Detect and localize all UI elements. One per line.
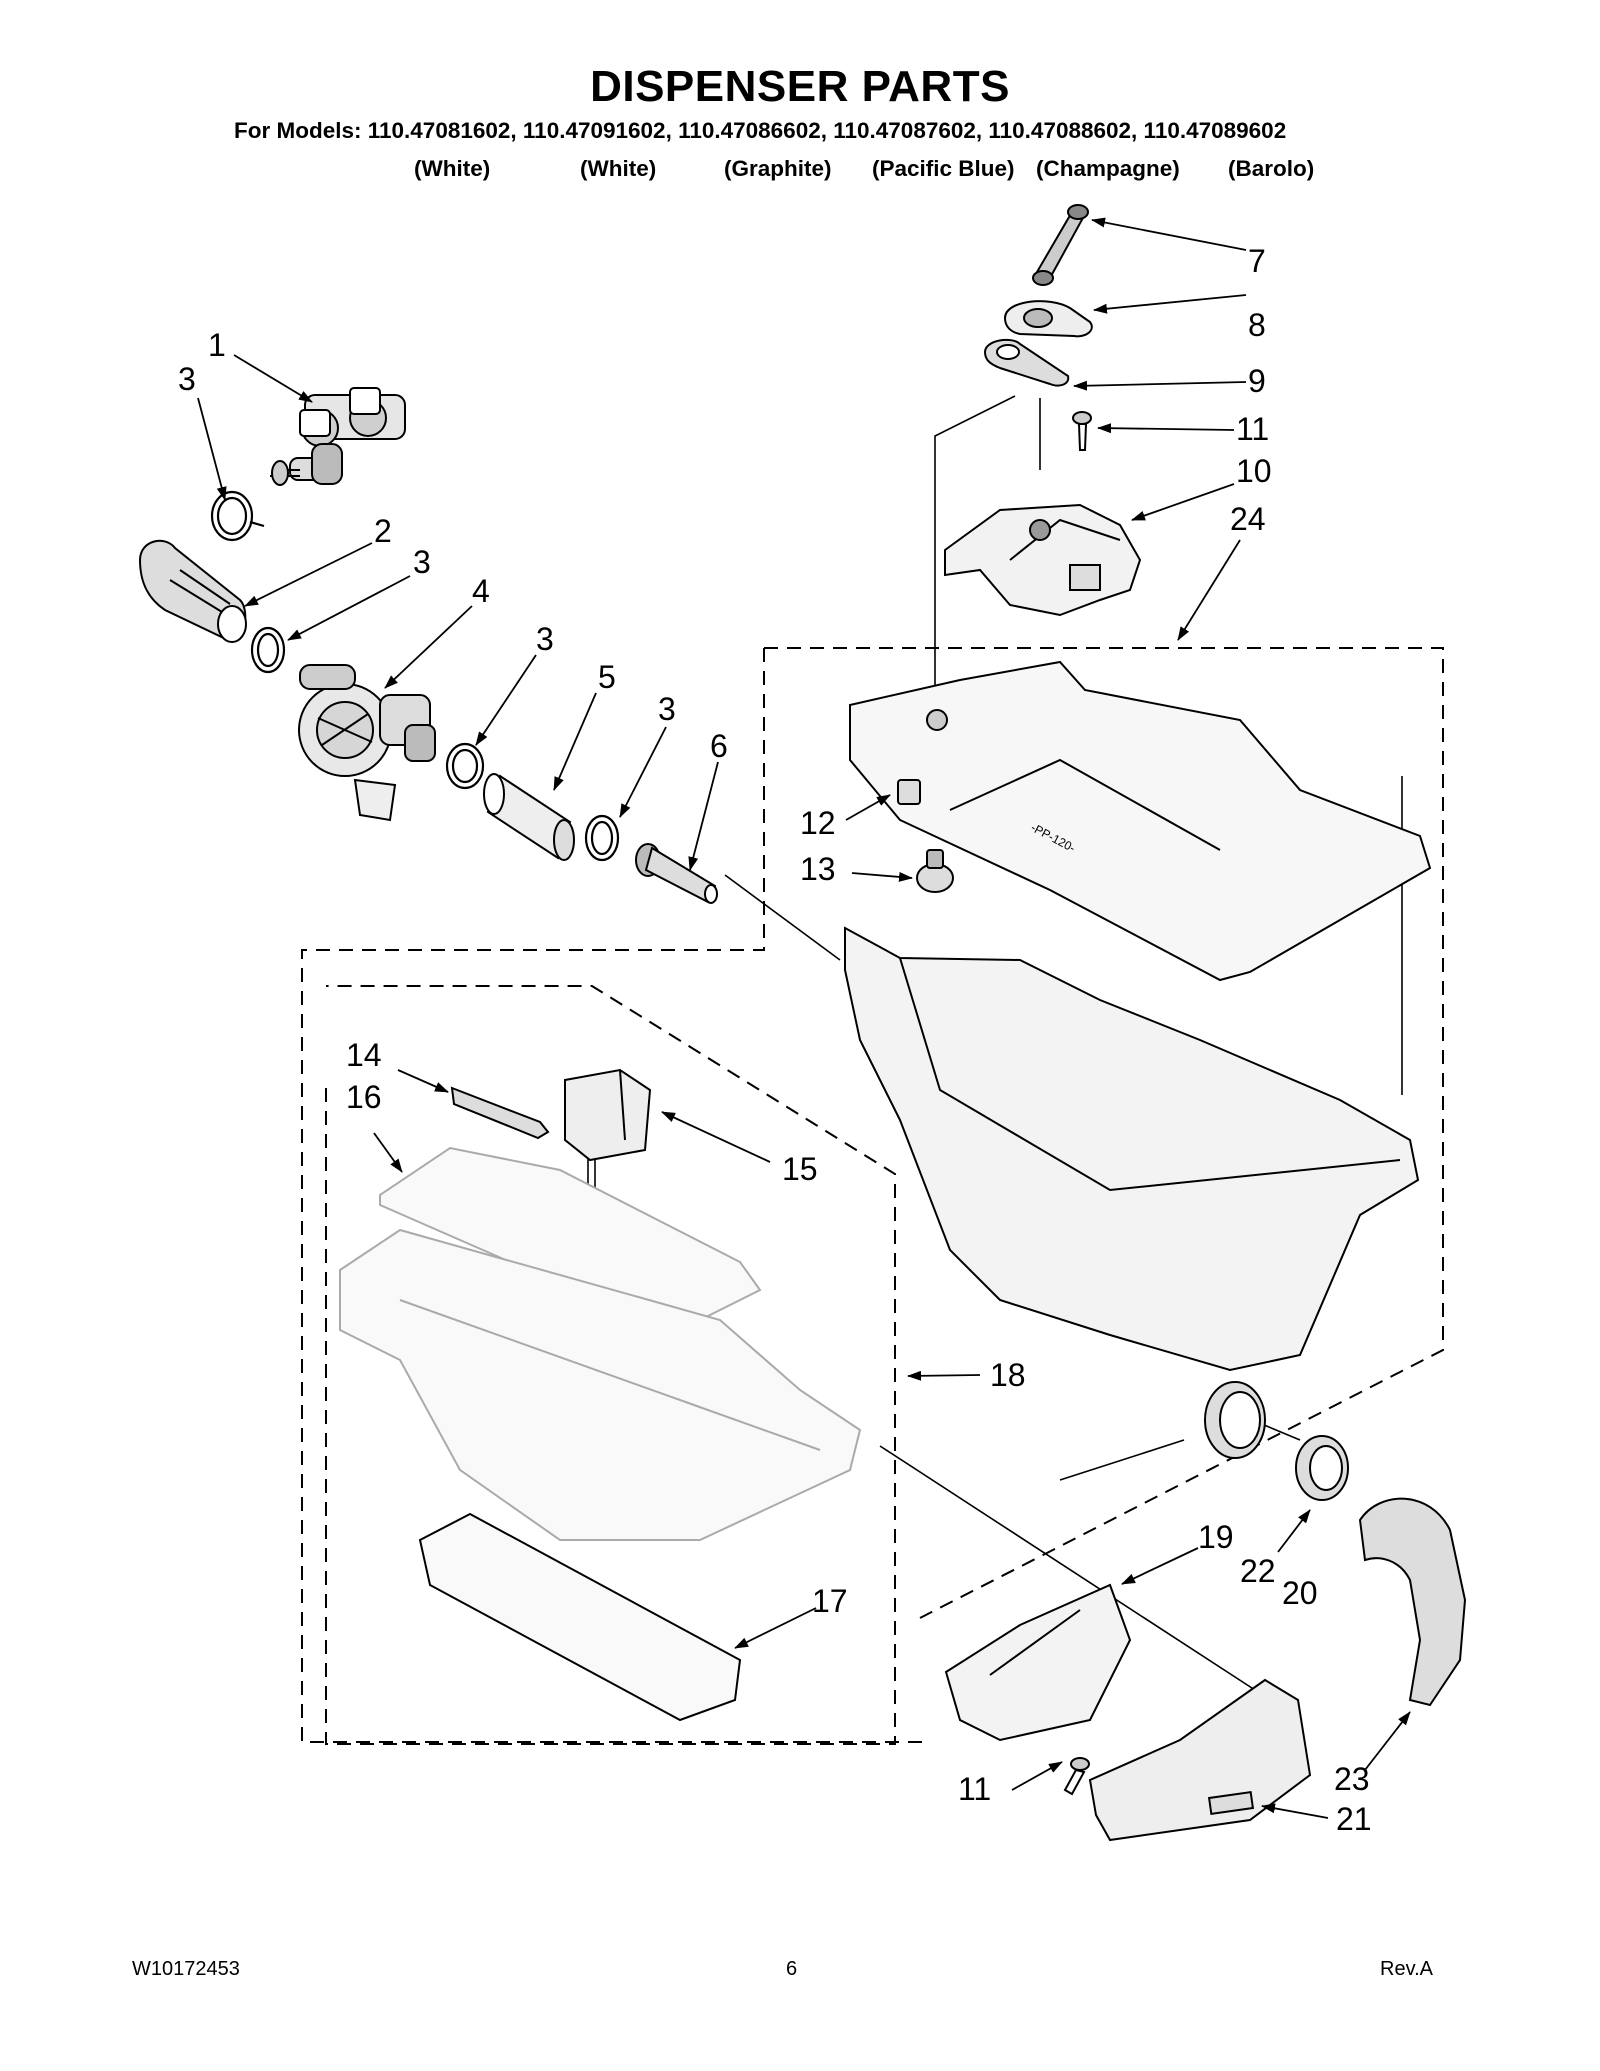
callout-17: 17 bbox=[812, 1583, 848, 1619]
arrow-24 bbox=[1177, 539, 1241, 641]
arrow-6 bbox=[688, 761, 719, 871]
callout-15: 15 bbox=[782, 1151, 818, 1187]
arrow-11-bottom bbox=[1011, 1761, 1063, 1791]
part-11-screw-bottom bbox=[1063, 1757, 1090, 1796]
arrow-7 bbox=[1091, 217, 1247, 251]
arrow-17 bbox=[734, 1607, 817, 1649]
part-3-clamp-c bbox=[445, 742, 485, 790]
part-8-cam bbox=[1003, 300, 1093, 338]
arrow-14 bbox=[397, 1069, 449, 1093]
arrow-21 bbox=[1261, 1803, 1329, 1819]
callout-20: 20 bbox=[1282, 1575, 1318, 1611]
callout-3-d: 3 bbox=[658, 691, 676, 727]
callout-5: 5 bbox=[598, 659, 616, 695]
boundary-18-drawer bbox=[325, 985, 896, 1745]
callout-19: 19 bbox=[1198, 1519, 1234, 1555]
part-10-motor bbox=[944, 503, 1142, 617]
arrow-10 bbox=[1131, 483, 1235, 521]
arrow-3a bbox=[197, 397, 227, 501]
callout-9: 9 bbox=[1248, 363, 1266, 399]
revision: Rev.A bbox=[1380, 1958, 1433, 1980]
models-line: For Models: 110.47081602, 110.47091602, … bbox=[234, 118, 1287, 143]
callout-1: 1 bbox=[208, 327, 226, 363]
arrow-15 bbox=[661, 1111, 771, 1163]
part-17-drawer-front bbox=[418, 1512, 742, 1722]
arrow-4 bbox=[384, 605, 473, 689]
part-11-screw-top bbox=[1072, 411, 1092, 451]
model-color-5: (Champagne) bbox=[1036, 156, 1180, 181]
callout-23: 23 bbox=[1334, 1761, 1370, 1797]
callout-8: 8 bbox=[1248, 307, 1266, 343]
part-13-knob bbox=[916, 849, 954, 893]
drawer-tray bbox=[339, 1228, 862, 1541]
guide-line-7 bbox=[934, 395, 1016, 720]
part-2-hose bbox=[138, 539, 247, 644]
arrow-8 bbox=[1093, 294, 1247, 314]
arrow-12 bbox=[845, 794, 891, 821]
dispenser-housing bbox=[844, 926, 1420, 1459]
arrow-18 bbox=[907, 1370, 981, 1381]
callout-3-a: 3 bbox=[178, 361, 196, 397]
arrow-3c bbox=[475, 654, 537, 746]
model-color-3: (Graphite) bbox=[724, 156, 832, 181]
arrow-3d bbox=[619, 726, 667, 818]
arrow-22 bbox=[1277, 1509, 1311, 1553]
boundary-24-left bbox=[301, 648, 925, 1743]
arrow-16 bbox=[373, 1132, 403, 1173]
part-3-clamp-b bbox=[250, 626, 286, 674]
part-22-grommet bbox=[1295, 1435, 1349, 1501]
arrow-23 bbox=[1364, 1711, 1411, 1771]
arrow-13 bbox=[851, 871, 913, 882]
callout-12: 12 bbox=[800, 805, 836, 841]
part-14-lever bbox=[450, 1086, 550, 1140]
arrow-3b bbox=[287, 575, 411, 641]
part-7-link-arm bbox=[1032, 204, 1089, 286]
part-23-drain-hose bbox=[1358, 1497, 1467, 1707]
callout-11-top: 11 bbox=[1236, 411, 1269, 447]
part-4-inlet-housing bbox=[298, 664, 436, 822]
part-15-siphon-cap bbox=[564, 1068, 652, 1162]
callout-22: 22 bbox=[1240, 1553, 1276, 1589]
page-number: 6 bbox=[786, 1958, 798, 1980]
arrow-11-top bbox=[1097, 423, 1235, 434]
arrow-1 bbox=[233, 354, 313, 403]
model-color-1: (White) bbox=[414, 156, 491, 181]
callout-24: 24 bbox=[1230, 501, 1266, 537]
housing-cover: -PP-120- bbox=[849, 660, 1432, 982]
doc-number: W10172453 bbox=[132, 1958, 240, 1980]
part-19-handle-bracket bbox=[944, 1583, 1132, 1742]
arrow-19 bbox=[1121, 1547, 1199, 1585]
arrow-5 bbox=[553, 692, 597, 791]
part-3-clamp-a bbox=[210, 490, 265, 542]
callout-2: 2 bbox=[374, 513, 392, 549]
model-color-4: (Pacific Blue) bbox=[872, 156, 1015, 181]
callout-6: 6 bbox=[710, 728, 728, 764]
part-5-tube bbox=[483, 773, 575, 861]
callout-18: 18 bbox=[990, 1357, 1026, 1393]
arrow-2 bbox=[244, 542, 373, 607]
callout-11-bottom: 11 bbox=[958, 1771, 991, 1807]
model-color-2: (White) bbox=[580, 156, 657, 181]
part-21-badge bbox=[1207, 1791, 1255, 1815]
callout-16: 16 bbox=[346, 1079, 382, 1115]
part-20-handle-cover bbox=[1088, 1678, 1312, 1842]
part-1-water-valve bbox=[270, 387, 406, 486]
model-color-6: (Barolo) bbox=[1228, 156, 1315, 181]
callout-3-c: 3 bbox=[536, 621, 554, 657]
arrow-9 bbox=[1073, 380, 1247, 391]
part-6-nozzle bbox=[635, 843, 718, 904]
callout-21: 21 bbox=[1336, 1801, 1372, 1837]
part-12-clip bbox=[897, 779, 921, 805]
part-3-clamp-d bbox=[584, 814, 620, 862]
callout-14: 14 bbox=[346, 1037, 382, 1073]
callout-3-b: 3 bbox=[413, 544, 431, 580]
part-9-gasket bbox=[983, 338, 1070, 387]
callout-4: 4 bbox=[472, 573, 490, 609]
callout-7: 7 bbox=[1248, 243, 1266, 279]
callout-10: 10 bbox=[1236, 453, 1272, 489]
page-title: DISPENSER PARTS bbox=[590, 62, 1010, 111]
callout-13: 13 bbox=[800, 851, 836, 887]
part-16-drawer-cover bbox=[379, 1146, 762, 1322]
